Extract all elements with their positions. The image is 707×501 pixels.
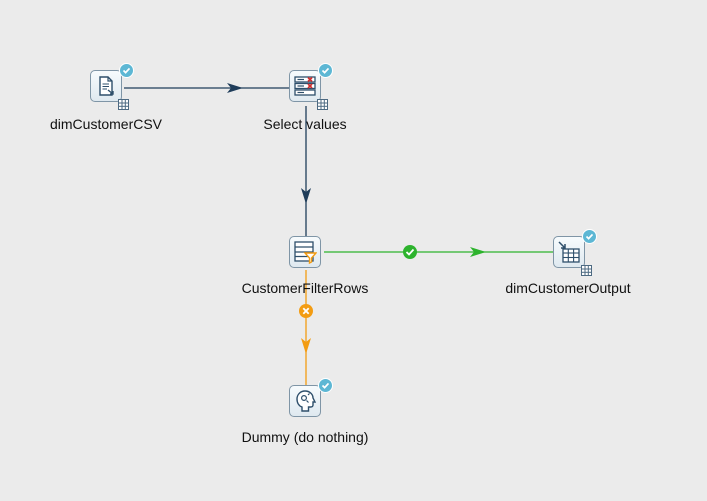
hop-filter-to-dummy[interactable] [299, 270, 313, 385]
status-ok-icon [582, 229, 597, 244]
step-box [289, 70, 321, 102]
filter-rows-icon [294, 241, 317, 264]
status-ok-icon [318, 378, 333, 393]
true-result-icon [403, 245, 417, 259]
table-output-icon [558, 241, 580, 263]
hop-filter-to-output[interactable] [324, 245, 553, 259]
step-select-values[interactable] [289, 63, 333, 110]
status-ok-icon [318, 63, 333, 78]
step-customer-filter-rows[interactable] [289, 236, 325, 272]
select-values-icon [294, 76, 316, 96]
table-badge-icon [118, 99, 129, 110]
step-box [553, 236, 585, 268]
hop-select-to-filter[interactable] [301, 106, 311, 236]
dummy-icon [296, 390, 317, 412]
hop-csv-to-select[interactable] [124, 83, 289, 93]
step-dummy[interactable] [289, 378, 333, 421]
step-label: dimCustomerOutput [505, 280, 631, 296]
step-box [90, 70, 122, 102]
step-dimcustomeroutput[interactable] [553, 229, 597, 276]
table-badge-icon [317, 99, 328, 110]
step-dimcustomercsv[interactable] [90, 63, 134, 110]
csv-input-icon [99, 76, 114, 96]
step-box [289, 385, 321, 417]
step-box [289, 236, 321, 268]
step-label: Select values [263, 116, 347, 132]
step-label: dimCustomerCSV [49, 116, 163, 132]
step-label: CustomerFilterRows [241, 280, 369, 296]
status-ok-icon [119, 63, 134, 78]
step-label: Dummy (do nothing) [241, 429, 369, 445]
table-badge-icon [581, 265, 592, 276]
